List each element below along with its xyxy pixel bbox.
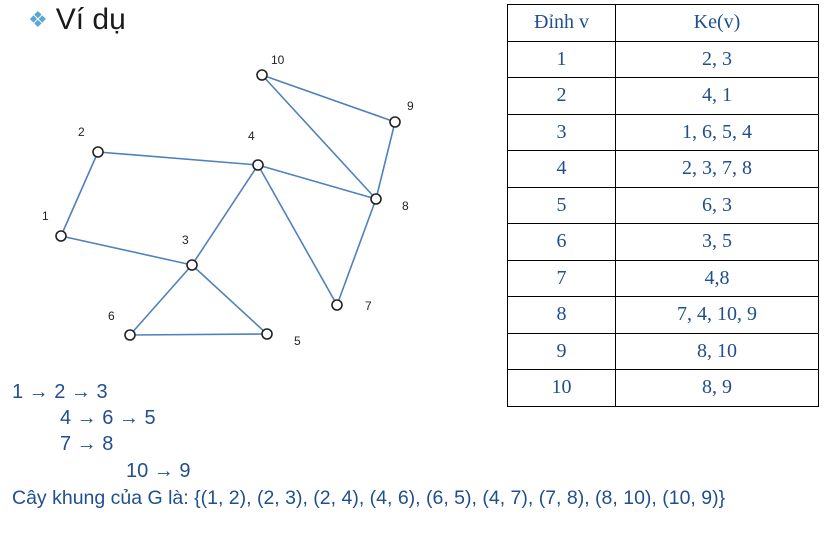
graph-vertex-label-3: 3 [182,233,189,247]
graph-vertex-labels: 1 2 3 4 5 6 7 8 9 10 [42,53,414,348]
cell-vertex: 5 [507,186,616,224]
graph-vertex-label-6: 6 [108,309,115,323]
slide-title: ❖ Ví dụ [28,2,126,38]
cell-vertex: 6 [507,223,616,261]
graph-vertex-10 [256,69,268,81]
graph-edge-2-4 [97,151,259,166]
graph-edge-4-8 [257,164,377,200]
cell-adjacent: 3, 5 [615,223,819,261]
graph-edge-7-8 [336,198,377,306]
cell-adjacent: 2, 3 [615,40,819,78]
graph-edge-8-9 [375,121,396,200]
graph-vertex-label-8: 8 [402,199,409,213]
graph-vertex-7 [331,299,343,311]
header-vertex: Đỉnh v [507,4,616,42]
graph-diagram: 1 2 3 4 5 6 7 8 9 10 [42,53,414,348]
cell-vertex: 10 [507,369,616,407]
slide-title-text: Ví dụ [55,3,126,36]
graph-edge-6-5 [129,333,268,336]
graph-vertex-8 [370,193,382,205]
cell-adjacent: 4,8 [615,259,819,297]
cell-adjacent: 1, 6, 5, 4 [615,113,819,151]
graph-vertex-3 [186,259,198,271]
cell-adjacent: 4, 1 [615,77,819,115]
graph-vertex-label-9: 9 [407,99,414,113]
graph-edge-1-3 [60,235,193,266]
cell-vertex: 3 [507,113,616,151]
graph-vertex-9 [389,116,401,128]
graph-vertex-label-10: 10 [271,53,285,67]
graph-vertex-label-4: 4 [248,129,255,143]
spanning-tree-result: Cây khung của G là: {(1, 2), (2, 3), (2,… [12,487,726,509]
traversal-line: 7 → 8 [60,433,114,455]
cell-vertex: 4 [507,150,616,188]
graph-edges [60,74,396,336]
header-adjacent: Ke(v) [615,4,819,42]
table-header-row: Đỉnh v Ke(v) [507,4,819,42]
graph-edge-3-6 [129,264,193,336]
graph-edge-1-2 [60,151,99,237]
cell-vertex: 8 [507,296,616,334]
graph-vertex-label-7: 7 [365,299,372,313]
cell-adjacent: 2, 3, 7, 8 [615,150,819,188]
graph-vertex-label-5: 5 [294,334,301,348]
cell-vertex: 1 [507,40,616,78]
cell-vertex: 7 [507,259,616,297]
graph-vertex-5 [261,328,273,340]
cell-vertex: 2 [507,77,616,115]
traversal-line: 10 → 9 [126,460,191,482]
cell-adjacent: 8, 9 [615,369,819,407]
graph-vertex-4 [252,159,264,171]
graph-edge-4-7 [257,164,338,306]
graph-vertex-1 [55,230,67,242]
graph-vertex-6 [124,329,136,341]
graph-vertices [55,69,401,341]
graph-edge-10-9 [261,74,396,123]
graph-edge-8-10 [261,74,377,200]
graph-vertex-label-2: 2 [78,125,85,139]
cell-vertex: 9 [507,332,616,370]
diamond-bullet-icon: ❖ [28,7,48,32]
cell-adjacent: 6, 3 [615,186,819,224]
graph-vertex-label-1: 1 [42,209,49,223]
traversal-line: 1 → 2 → 3 [12,381,108,403]
graph-edge-3-5 [191,264,268,335]
cell-adjacent: 8, 10 [615,332,819,370]
cell-adjacent: 7, 4, 10, 9 [615,296,819,334]
graph-vertex-2 [92,146,104,158]
graph-edge-3-4 [191,164,259,266]
traversal-line: 4 → 6 → 5 [60,407,156,429]
